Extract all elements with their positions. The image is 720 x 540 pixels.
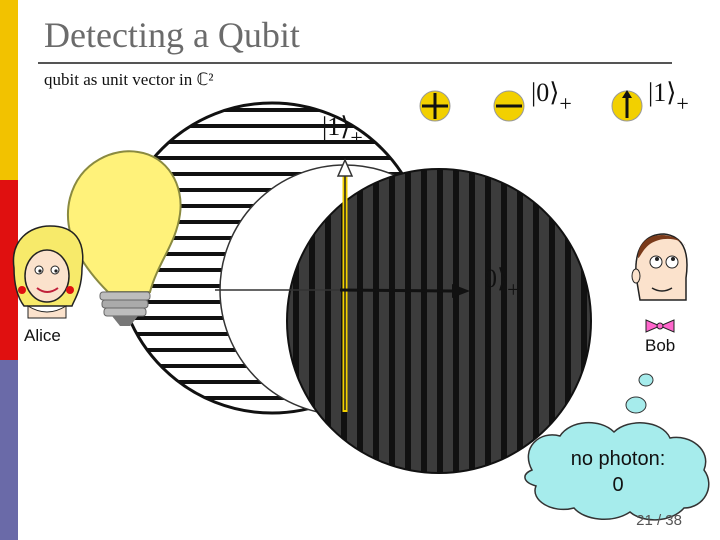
- vertical-polarization-icon: [611, 90, 643, 122]
- thought-line-1: no photon:: [570, 448, 666, 470]
- thought-bubble-text: no photon: 0: [548, 446, 688, 498]
- ket-one-label-left: |1⟩+: [322, 112, 363, 150]
- plus-polarization-icon: [419, 90, 451, 122]
- thought-line-2: 0: [612, 474, 624, 496]
- alice-label: Alice: [24, 326, 61, 345]
- horizontal-polarization-icon: [493, 90, 525, 122]
- slide-title: Detecting a Qubit: [44, 15, 300, 55]
- bob-avatar: [631, 233, 688, 333]
- ket-zero-label-axis: 0⟩+: [484, 264, 520, 302]
- alice-avatar: [12, 225, 84, 319]
- slide-subtitle: qubit as unit vector in ℂ²: [44, 70, 214, 89]
- thought-bubble: [524, 373, 710, 521]
- ket-one-label-right: |1⟩+: [648, 78, 689, 116]
- ket-zero-label-top: |0⟩+: [531, 78, 572, 116]
- bob-label: Bob: [645, 336, 676, 355]
- page-number: 21 / 38: [636, 512, 682, 529]
- basis-vectors: [215, 158, 470, 412]
- sidebar-accent-yellow: [0, 0, 18, 180]
- light-bulb-icon: [66, 150, 182, 326]
- sidebar-accent-red: [0, 180, 18, 360]
- title-underline: [38, 62, 672, 64]
- sidebar-accent-blue: [0, 360, 18, 540]
